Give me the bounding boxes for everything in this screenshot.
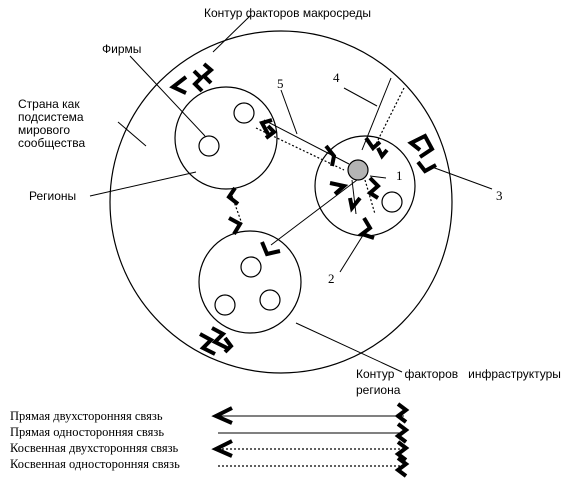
link-hub-down-dotted	[364, 179, 376, 215]
label-infra-contour-2: региона	[356, 383, 401, 397]
hub-zigzag	[366, 176, 381, 200]
number-1: 1	[396, 168, 403, 183]
zigzag-macro	[192, 69, 204, 93]
hub-arrowhead	[329, 181, 349, 196]
leader-infra-contour	[295, 322, 403, 373]
legend-label-indirect-one-way: Косвенная односторонняя связь	[10, 457, 180, 471]
legend-zigzag-right	[394, 422, 410, 444]
leader-regions	[89, 171, 197, 197]
legend-label-indirect-two-way: Косвенная двухсторонняя связь	[10, 441, 179, 455]
link-hub-down-solid	[351, 179, 357, 215]
legend-zigzag-right	[394, 402, 410, 424]
label-infra-contour-1: Контур факторов инфраструктуры	[356, 367, 561, 381]
number-4: 4	[333, 70, 340, 85]
zigzag-region-top	[264, 124, 278, 140]
hub-zigzag	[348, 196, 362, 213]
number-5: 5	[277, 76, 284, 91]
label-country-1: Страна как	[18, 97, 80, 111]
label-country-2: подсистема	[18, 110, 84, 124]
zigzag-right	[407, 133, 435, 159]
zigzag-infra	[223, 336, 234, 354]
hub-zigzag-lower	[357, 216, 375, 240]
firm-circle	[259, 289, 281, 311]
label-country-4: сообщества	[18, 136, 86, 150]
leader-5	[280, 89, 298, 135]
legend-label-direct-one-way: Прямая односторонняя связь	[10, 425, 164, 439]
firm-circle	[198, 135, 220, 157]
label-macro-contour: Контур факторов макросреды	[204, 6, 371, 20]
firm-circle	[381, 191, 403, 213]
leader-1	[369, 175, 387, 179]
number-3: 3	[496, 188, 503, 203]
label-regions: Регионы	[29, 189, 76, 203]
hub-arrowhead	[324, 144, 337, 167]
arrowhead-macro	[169, 75, 188, 95]
leader-4	[343, 87, 378, 107]
infrastructure-hub	[347, 159, 369, 181]
arrowhead-right	[416, 160, 437, 174]
leader-3	[431, 166, 493, 190]
leader-firms	[129, 55, 206, 137]
arrowhead-bottom-region	[260, 241, 281, 257]
legend-arrowhead-left	[211, 439, 233, 458]
firm-circle	[214, 294, 236, 316]
firm-circle	[240, 256, 262, 278]
arrowhead-regions-up	[226, 186, 240, 206]
leader-2	[339, 231, 366, 273]
legend-arrowhead-left	[211, 406, 233, 425]
zigzag-macro	[201, 62, 215, 85]
legend-label-direct-two-way: Прямая двухсторонняя связь	[10, 409, 163, 423]
number-2: 2	[328, 271, 335, 286]
arrowhead-regions-down	[228, 216, 243, 236]
label-firms: Фирмы	[102, 42, 141, 56]
label-country-3: мирового	[18, 123, 70, 137]
leader-macro-contour	[212, 15, 251, 53]
hub-zigzag	[364, 136, 382, 151]
hub-zigzag	[376, 147, 389, 160]
firm-circle	[233, 102, 255, 124]
link-hub-to-bottom-region	[270, 179, 358, 246]
arrowhead-region-top	[259, 118, 273, 135]
zigzag-infra	[199, 332, 216, 356]
leader-country	[117, 121, 147, 147]
legend-zigzag-right	[394, 456, 410, 478]
legend: Прямая двухсторонняя связь Прямая одност…	[10, 402, 410, 478]
legend-zigzag-right	[394, 440, 410, 462]
zigzag-infra	[211, 326, 228, 350]
region-circle-bottom	[198, 230, 302, 334]
